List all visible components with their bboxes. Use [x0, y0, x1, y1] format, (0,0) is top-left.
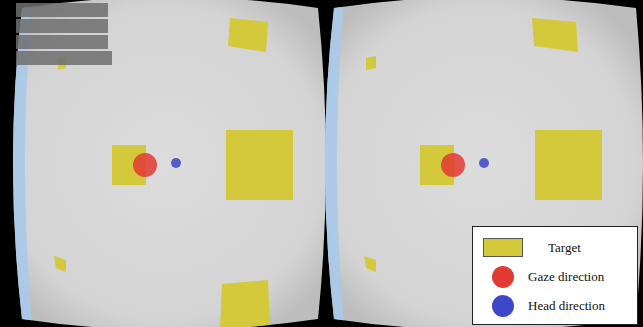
- target: [535, 130, 602, 200]
- legend-item: Gaze direction: [483, 262, 633, 291]
- legend-label: Gaze direction: [528, 269, 604, 285]
- target: [366, 56, 376, 70]
- target: [226, 130, 293, 200]
- left-eye-view: [0, 0, 330, 327]
- legend-label: Head direction: [528, 298, 605, 314]
- target: [364, 256, 376, 272]
- head-marker: [479, 158, 489, 168]
- head-marker: [171, 158, 181, 168]
- gaze-marker: [133, 153, 157, 177]
- gaze-marker: [441, 153, 465, 177]
- target: [54, 256, 66, 272]
- legend-swatch: [492, 266, 514, 288]
- target: [228, 18, 268, 52]
- legend-label: Target: [548, 240, 581, 256]
- legend-swatch: [492, 295, 514, 317]
- right-eye-view: [316, 0, 643, 327]
- legend-swatch: [483, 238, 523, 257]
- legend: TargetGaze directionHead direction: [472, 226, 638, 325]
- target: [532, 18, 578, 52]
- legend-item: Target: [483, 233, 633, 262]
- legend-item: Head direction: [483, 291, 633, 320]
- target: [220, 280, 270, 327]
- debug-overlay: [16, 3, 112, 65]
